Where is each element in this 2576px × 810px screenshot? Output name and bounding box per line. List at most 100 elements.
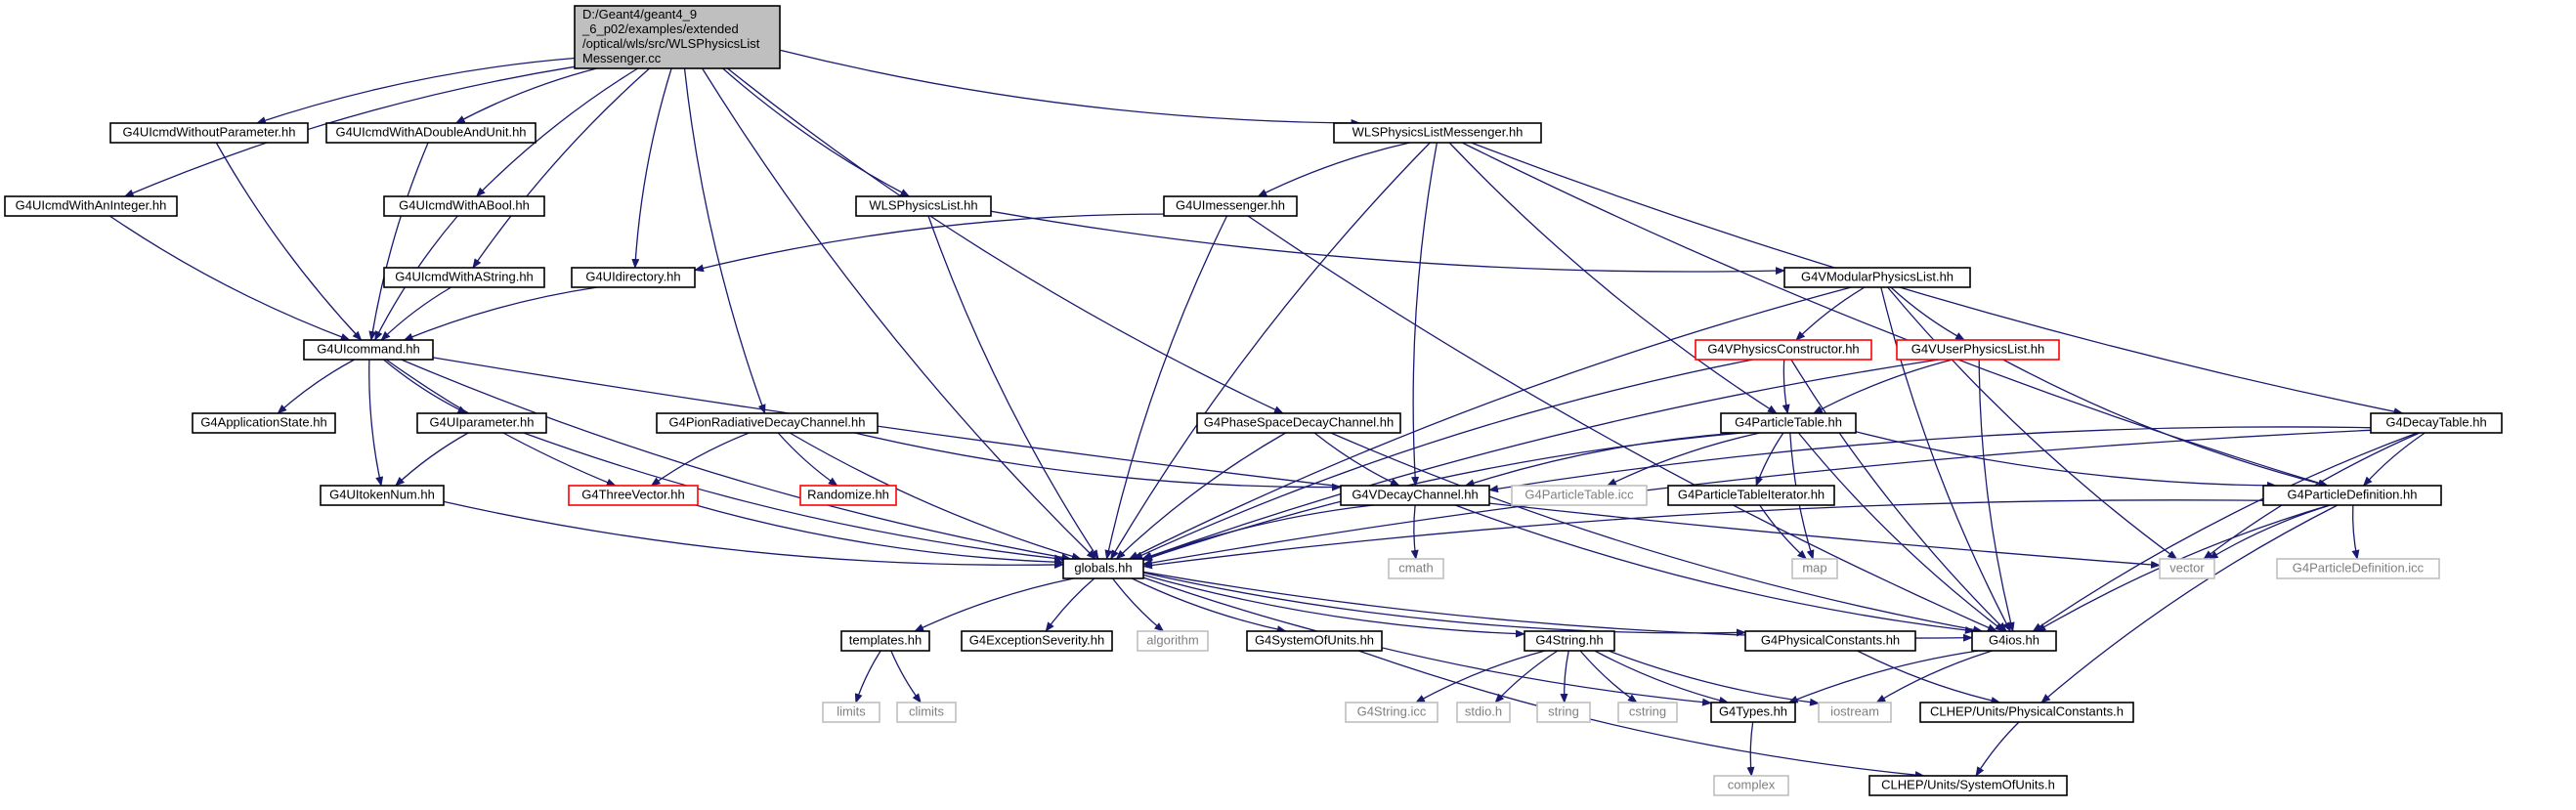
node-threevector[interactable]: G4ThreeVector.hh (568, 485, 699, 506)
node-g4types[interactable]: G4Types.hh (1710, 702, 1796, 723)
node-vdecay[interactable]: G4VDecayChannel.hh (1340, 485, 1490, 506)
node-label: G4String.icc (1357, 704, 1427, 719)
node-uicmdbool[interactable]: G4UIcmdWithABool.hh (383, 195, 545, 217)
node-box (1617, 702, 1678, 723)
node-cstring[interactable]: cstring (1617, 702, 1678, 723)
node-label: /optical/wls/src/WLSPhysicsList (582, 36, 760, 51)
edge-root-to-uicmdnoparam (255, 57, 576, 124)
edge-vmodular-to-vphysctor (1795, 286, 1866, 341)
node-algorithm[interactable]: algorithm (1137, 630, 1209, 652)
node-uicmdint[interactable]: G4UIcmdWithAnInteger.hh (4, 195, 178, 217)
node-box (416, 412, 547, 434)
node-box (1333, 122, 1542, 144)
node-box (1137, 630, 1209, 652)
node-vmodular[interactable]: G4VModularPhysicsList.hh (1783, 267, 1971, 288)
edge-globals-to-g4string (1142, 574, 1525, 638)
node-box (1868, 775, 2068, 796)
edge-decaytable-to-g4ios (2032, 432, 2418, 632)
edge-uicommand-to-vector (432, 357, 2161, 569)
node-string[interactable]: string (1536, 702, 1591, 723)
node-appstate[interactable]: G4ApplicationState.hh (192, 412, 336, 434)
node-uimessenger[interactable]: G4UImessenger.hh (1163, 195, 1298, 217)
node-uitokennum[interactable]: G4UItokenNum.hh (320, 485, 445, 506)
edge-vdecay-to-cmath (1410, 504, 1419, 560)
node-ptableiter[interactable]: G4ParticleTableIterator.hh (1667, 485, 1835, 506)
edges-layer (108, 49, 2426, 780)
node-label: G4PhaseSpaceDecayChannel.hh (1204, 415, 1394, 430)
node-pdef_icc[interactable]: G4ParticleDefinition.icc (2276, 558, 2440, 579)
edge-wlsmessenger_hh-to-decaytable (1471, 142, 2404, 416)
edge-vuserphys-to-globals (1141, 359, 1940, 560)
node-box (1896, 339, 2060, 361)
node-particletable[interactable]: G4ParticleTable.hh (1720, 412, 1857, 434)
node-label: G4UIparameter.hh (430, 415, 535, 430)
node-wlsphyslist[interactable]: WLSPhysicsList.hh (855, 195, 992, 217)
node-box (1720, 412, 1857, 434)
edge-vmodular-to-vuserphys (1890, 286, 1965, 341)
node-stdio[interactable]: stdio.h (1456, 702, 1511, 723)
edge-uicmdstring-to-uicommand (380, 286, 452, 341)
node-label: climits (909, 704, 945, 719)
node-clhep_physconst[interactable]: CLHEP/Units/PhysicalConstants.h (1919, 702, 2134, 723)
edge-g4string-to-g4string_icc (1415, 650, 1546, 703)
edge-globals-to-sysunits (1131, 577, 1287, 634)
node-climits[interactable]: climits (896, 702, 957, 723)
node-uicommand[interactable]: G4UIcommand.hh (303, 339, 434, 361)
edge-vmodular-to-g4ios (1880, 286, 2011, 632)
node-map[interactable]: map (1791, 558, 1838, 579)
edge-uitokennum-to-globals (443, 500, 1064, 569)
node-g4string[interactable]: G4String.hh (1524, 630, 1615, 652)
node-uiparameter[interactable]: G4UIparameter.hh (416, 412, 547, 434)
node-vphysctor[interactable]: G4VPhysicsConstructor.hh (1695, 339, 1872, 361)
node-root[interactable]: D:/Geant4/geant4_9_6_p02/examples/extend… (574, 5, 781, 69)
node-label: G4UIcmdWithAnInteger.hh (16, 198, 167, 213)
edge-g4string-to-cstring (1579, 650, 1638, 703)
node-clhep_sysunits[interactable]: CLHEP/Units/SystemOfUnits.h (1868, 775, 2068, 796)
edge-g4ios-to-g4types (1787, 650, 1979, 703)
node-decaytable[interactable]: G4DecayTable.hh (2370, 412, 2503, 434)
edge-clhep_physconst-to-clhep_sysunits (1975, 721, 2020, 777)
edge-globals-to-excseverity (1045, 577, 1095, 632)
node-cmath[interactable]: cmath (1388, 558, 1444, 579)
node-g4ios[interactable]: G4ios.hh (1971, 630, 2057, 652)
node-pdef[interactable]: G4ParticleDefinition.hh (2262, 485, 2442, 506)
node-sysunits[interactable]: G4SystemOfUnits.hh (1246, 630, 1383, 652)
node-box (2276, 558, 2440, 579)
node-label: G4UIcmdWithABool.hh (399, 198, 530, 213)
edge-root-to-uicmdint (123, 65, 576, 197)
node-complex[interactable]: complex (1713, 775, 1789, 796)
node-vector[interactable]: vector (2159, 558, 2215, 579)
node-phasespace[interactable]: G4PhaseSpaceDecayChannel.hh (1196, 412, 1401, 434)
node-g4string_icc[interactable]: G4String.icc (1345, 702, 1438, 723)
node-randomize[interactable]: Randomize.hh (799, 485, 897, 506)
node-templates[interactable]: templates.hh (840, 630, 930, 652)
node-box (383, 195, 545, 217)
node-pionrad[interactable]: G4PionRadiativeDecayChannel.hh (656, 412, 879, 434)
node-uicmdnoparam[interactable]: G4UIcmdWithoutParameter.hh (109, 122, 309, 144)
node-label: G4UIcommand.hh (317, 342, 420, 357)
node-globals[interactable]: globals.hh (1062, 558, 1144, 579)
node-uicmddoubleunit[interactable]: G4UIcmdWithADoubleAndUnit.hh (325, 122, 537, 144)
node-excseverity[interactable]: G4ExceptionSeverity.hh (961, 630, 1113, 652)
edge-root-to-wlsphyslist (722, 67, 911, 197)
node-box (1971, 630, 2057, 652)
node-box (1536, 702, 1591, 723)
node-iostream[interactable]: iostream (1818, 702, 1892, 723)
node-vuserphys[interactable]: G4VUserPhysicsList.hh (1896, 339, 2060, 361)
edge-particletable-to-pdef (1855, 431, 2277, 490)
node-uidirectory[interactable]: G4UIdirectory.hh (571, 267, 696, 288)
node-box (1511, 485, 1648, 506)
edge-wlsmessenger_hh-to-pdef (1461, 142, 2329, 488)
edge-vphysctor-to-g4ios (1790, 359, 2007, 632)
edge-uicmdnoparam-to-uicommand (215, 142, 363, 341)
edge-g4types-to-complex (1746, 721, 1755, 777)
node-physconst[interactable]: G4PhysicalConstants.hh (1744, 630, 1916, 652)
node-uicmdstring[interactable]: G4UIcmdWithAString.hh (383, 267, 545, 288)
node-ptable_icc[interactable]: G4ParticleTable.icc (1511, 485, 1648, 506)
node-box (896, 702, 957, 723)
node-box (1695, 339, 1872, 361)
node-wlsmessenger_hh[interactable]: WLSPhysicsListMessenger.hh (1333, 122, 1542, 144)
node-limits[interactable]: limits (822, 702, 880, 723)
edge-phasespace-to-vdecay (1313, 432, 1400, 487)
